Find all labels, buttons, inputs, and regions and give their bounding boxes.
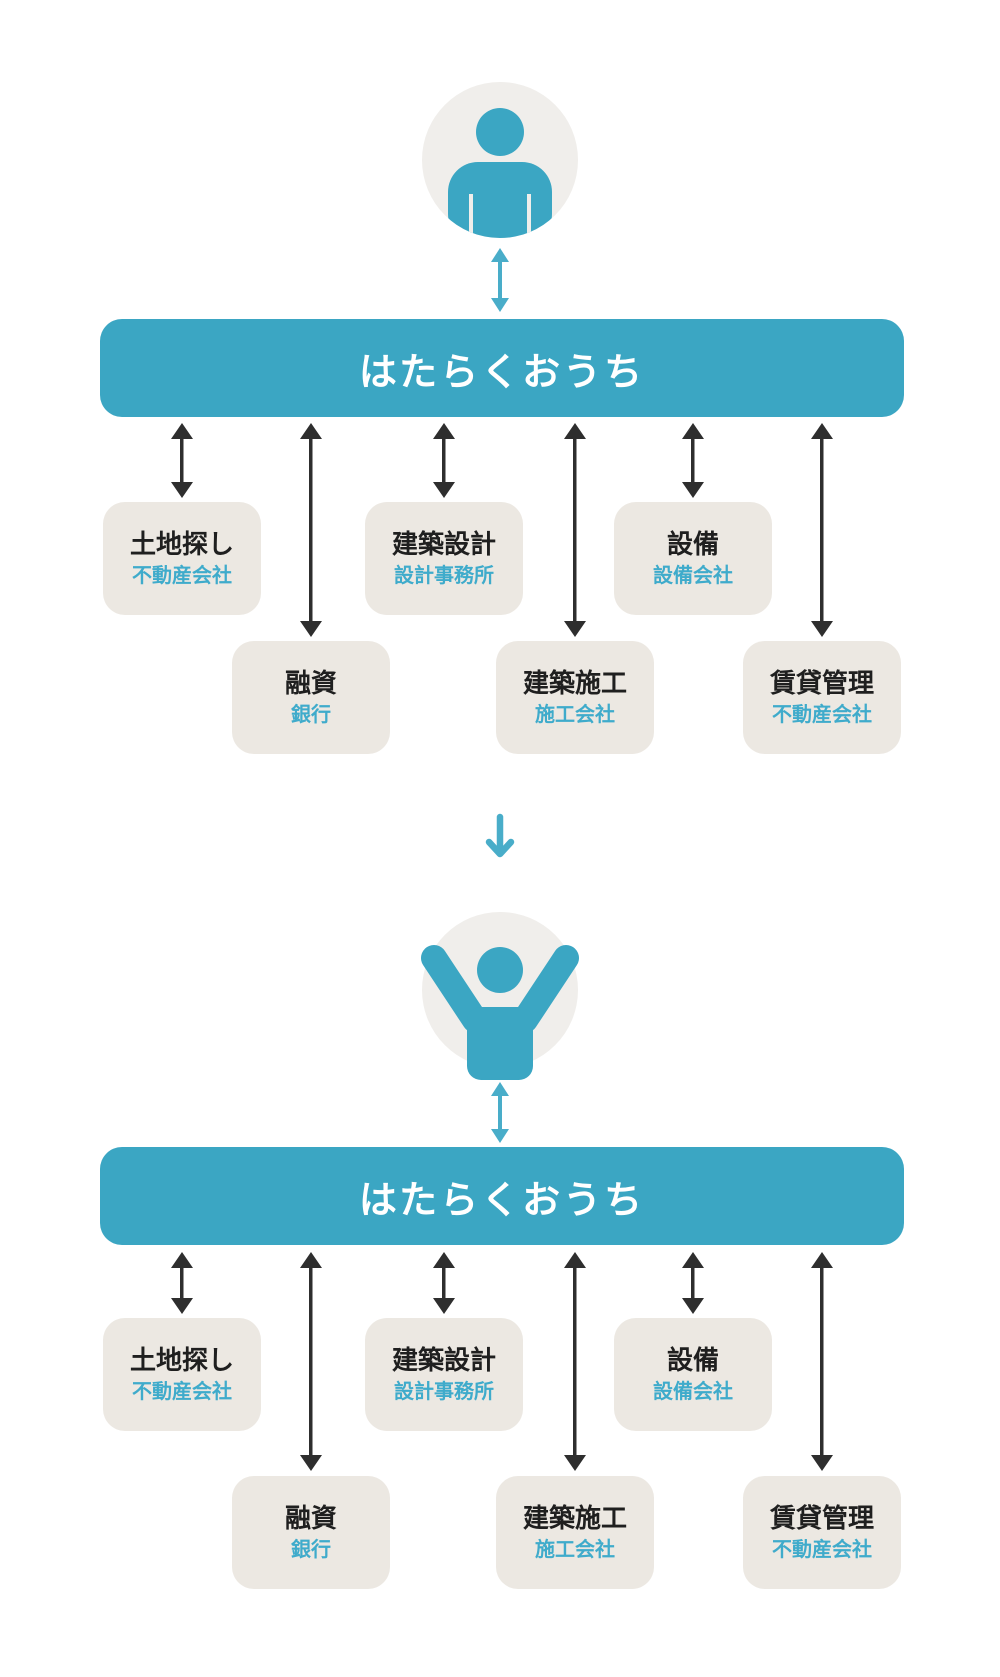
service-box-architectural-design: 建築設計 設計事務所	[365, 502, 523, 615]
double-headed-vertical-arrow	[810, 1252, 834, 1471]
service-box-financing: 融資 銀行	[232, 641, 390, 754]
double-headed-vertical-arrow	[563, 1252, 587, 1471]
double-headed-vertical-arrow	[299, 1252, 323, 1471]
service-title: 土地探し	[129, 530, 234, 560]
service-title: 建築設計	[391, 1346, 496, 1376]
service-provider: 施工会社	[535, 1537, 615, 1561]
double-headed-vertical-arrow	[170, 423, 194, 498]
double-headed-vertical-arrow	[299, 423, 323, 637]
service-box-rental-management: 賃貸管理 不動産会社	[743, 1476, 901, 1589]
hub-banner-label: はたらくおうち	[358, 349, 646, 394]
service-box-equipment: 設備 設備会社	[614, 1318, 772, 1431]
service-title: 賃貸管理	[769, 1504, 874, 1534]
service-box-financing: 融資 銀行	[232, 1476, 390, 1589]
service-provider: 不動産会社	[132, 1379, 232, 1403]
double-headed-vertical-arrow	[681, 1252, 705, 1314]
double-headed-vertical-arrow	[170, 1252, 194, 1314]
double-headed-vertical-arrow	[563, 423, 587, 637]
service-provider: 不動産会社	[772, 1537, 872, 1561]
service-provider: 不動産会社	[132, 563, 232, 587]
service-provider: 設計事務所	[394, 1379, 494, 1403]
service-box-land-search: 土地探し 不動産会社	[103, 1318, 261, 1431]
service-box-equipment: 設備 設備会社	[614, 502, 772, 615]
service-title: 建築施工	[522, 669, 627, 699]
double-headed-vertical-arrow	[488, 1082, 512, 1143]
double-headed-vertical-arrow	[681, 423, 705, 498]
cheering-person-icon	[420, 908, 580, 1080]
service-provider: 設備会社	[653, 1379, 733, 1403]
service-provider: 銀行	[291, 1537, 331, 1561]
service-title: 賃貸管理	[769, 669, 874, 699]
service-provider: 銀行	[291, 702, 331, 726]
double-headed-vertical-arrow	[432, 423, 456, 498]
person-icon	[420, 78, 580, 242]
service-box-construction: 建築施工 施工会社	[496, 641, 654, 754]
service-box-construction: 建築施工 施工会社	[496, 1476, 654, 1589]
service-title: 融資	[284, 1504, 337, 1534]
service-title: 設備	[666, 1346, 719, 1376]
double-headed-vertical-arrow	[488, 248, 512, 312]
service-title: 建築施工	[522, 1504, 627, 1534]
service-provider: 不動産会社	[772, 702, 872, 726]
service-title: 設備	[666, 530, 719, 560]
service-title: 土地探し	[129, 1346, 234, 1376]
double-headed-vertical-arrow	[432, 1252, 456, 1314]
service-provider: 設備会社	[653, 563, 733, 587]
service-box-land-search: 土地探し 不動産会社	[103, 502, 261, 615]
down-arrow-icon	[482, 812, 518, 862]
hub-banner: はたらくおうち	[100, 1147, 904, 1245]
service-provider: 設計事務所	[394, 563, 494, 587]
service-title: 融資	[284, 669, 337, 699]
hub-banner: はたらくおうち	[100, 319, 904, 417]
hub-banner-label: はたらくおうち	[358, 1177, 646, 1222]
double-headed-vertical-arrow	[810, 423, 834, 637]
service-provider: 施工会社	[535, 702, 615, 726]
service-box-architectural-design: 建築設計 設計事務所	[365, 1318, 523, 1431]
service-title: 建築設計	[391, 530, 496, 560]
service-box-rental-management: 賃貸管理 不動産会社	[743, 641, 901, 754]
